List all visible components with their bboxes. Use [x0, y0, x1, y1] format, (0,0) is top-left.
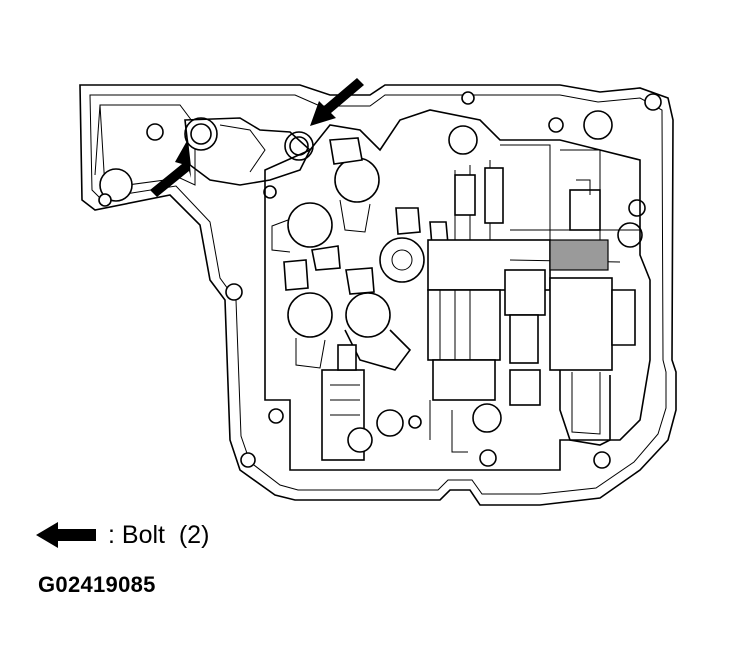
solenoid-4 — [283, 259, 333, 369]
arrow-to-bolt-2 — [310, 78, 364, 126]
target-bolt-1 — [184, 117, 218, 151]
valve-plate — [264, 109, 651, 471]
right-solenoid — [549, 277, 636, 446]
solenoid-2 — [271, 202, 341, 271]
solenoid-5 — [344, 267, 412, 371]
solenoid-1 — [329, 137, 380, 233]
figure-id: G02419085 — [38, 572, 156, 597]
legend: : Bolt (2) — [36, 517, 209, 553]
housing-bolt-holes — [98, 91, 662, 469]
lower-valves — [321, 344, 541, 461]
bracket — [184, 117, 311, 186]
bolt-arrow-icon — [36, 522, 96, 548]
arrow-to-bolt-1 — [150, 139, 191, 197]
legend-label: : Bolt (2) — [108, 520, 210, 549]
valve-block — [427, 144, 640, 401]
housing-outline — [79, 84, 677, 506]
target-bolt-2 — [284, 131, 314, 161]
